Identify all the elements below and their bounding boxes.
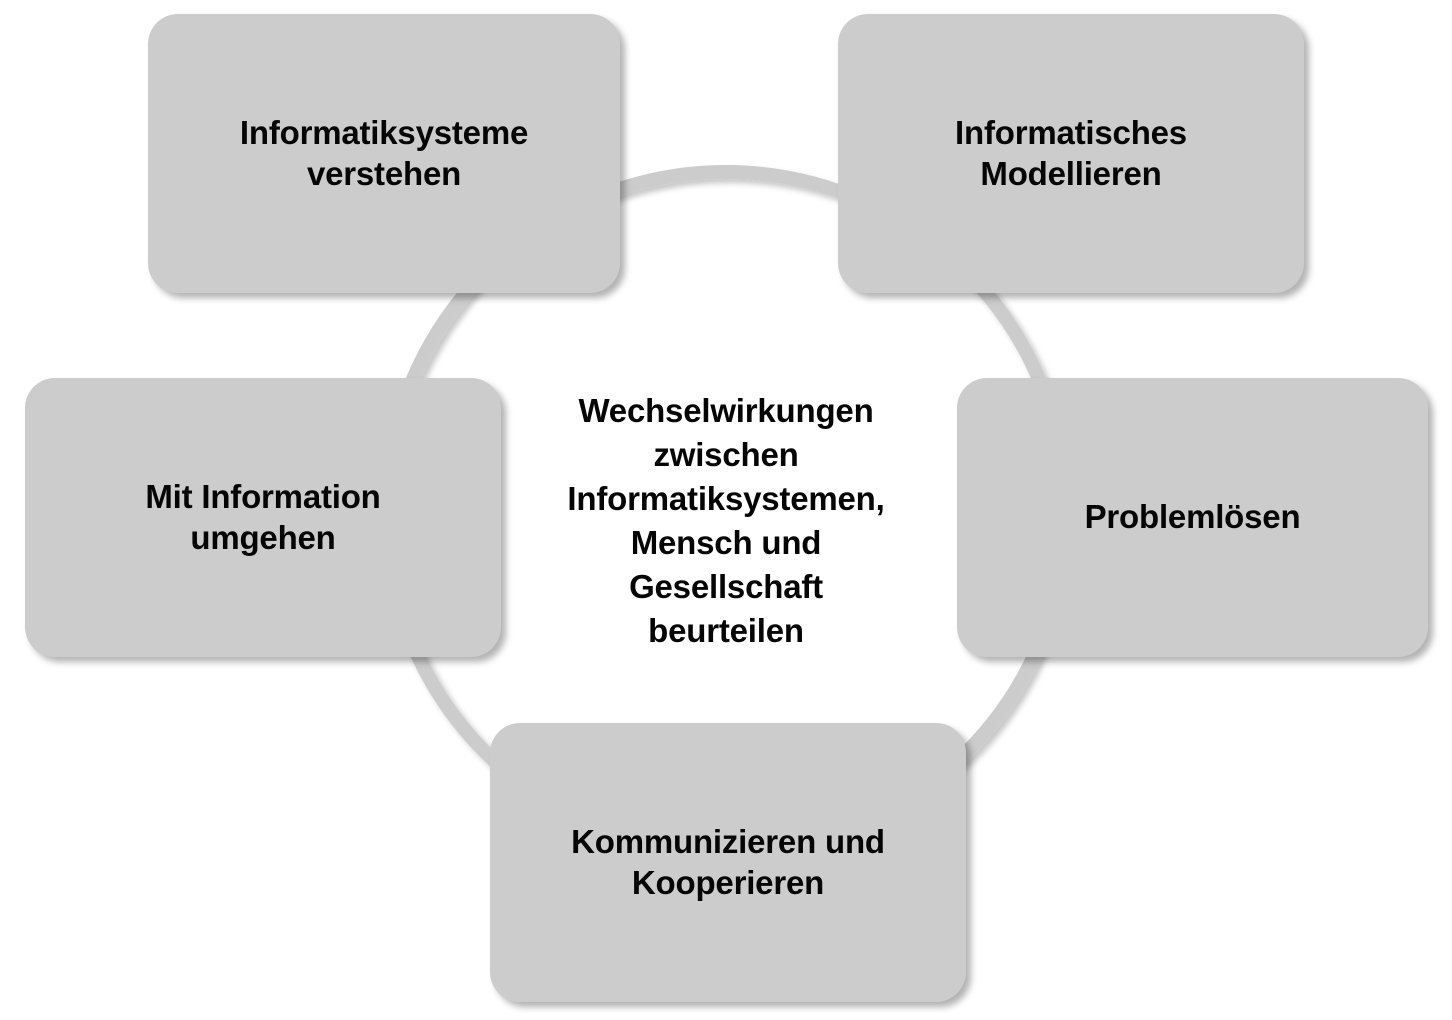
node-label: Kommunizieren und Kooperieren: [571, 823, 885, 901]
node-kommunizieren-und-kooperieren[interactable]: Kommunizieren und Kooperieren: [490, 723, 966, 1002]
node-label: Mit Information umgehen: [145, 478, 381, 556]
node-informatisches-modellieren[interactable]: Informatisches Modellieren: [838, 14, 1304, 293]
center-caption-text: Wechselwirkungen zwischen Informatiksyst…: [567, 392, 885, 649]
center-caption: Wechselwirkungen zwischen Informatiksyst…: [506, 382, 946, 660]
node-label: Informatisches Modellieren: [955, 114, 1187, 192]
node-informatiksysteme-verstehen[interactable]: Informatiksysteme verstehen: [148, 14, 620, 293]
node-mit-information-umgehen[interactable]: Mit Information umgehen: [25, 378, 501, 657]
node-problemloesen[interactable]: Problemlösen: [957, 378, 1428, 657]
node-label: Problemlösen: [1084, 498, 1301, 536]
node-label: Informatiksysteme verstehen: [239, 114, 529, 192]
